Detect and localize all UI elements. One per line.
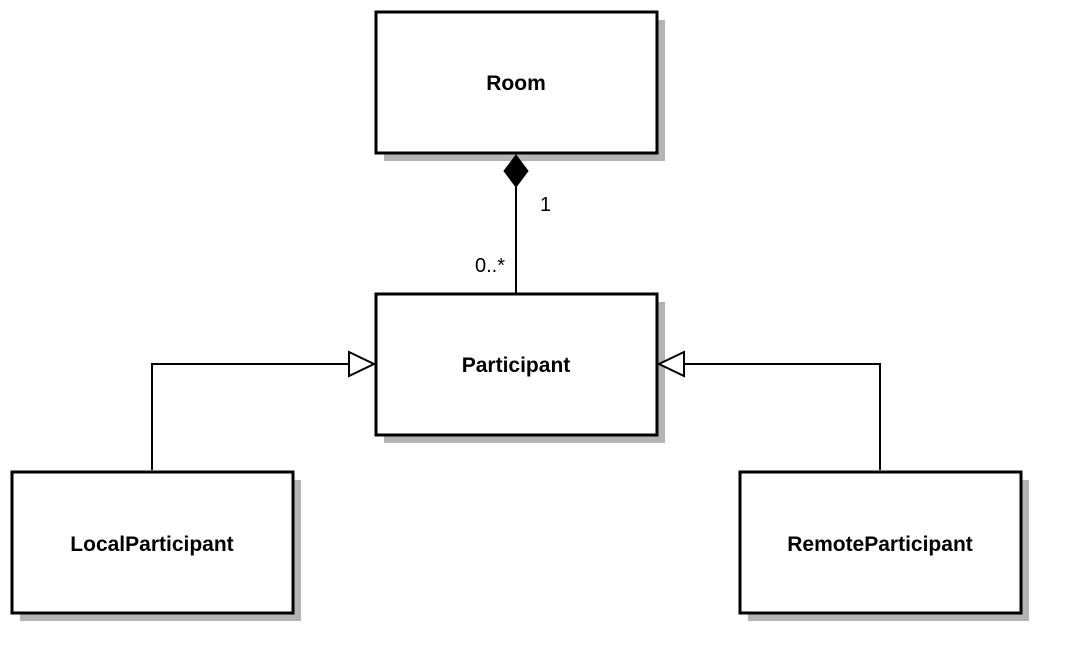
class-local-participant-box xyxy=(10,470,295,615)
class-local-participant-label: LocalParticipant xyxy=(70,533,233,556)
class-room-box xyxy=(374,10,659,155)
generalization-local-line xyxy=(151,363,349,470)
generalization-remote-to-participant xyxy=(656,350,881,470)
multiplicity-part: 0..* xyxy=(475,255,505,277)
class-remote-participant-box xyxy=(738,470,1023,615)
generalization-local-to-participant xyxy=(151,350,377,470)
class-participant[interactable]: Participant xyxy=(374,292,665,443)
class-participant-box xyxy=(374,292,659,437)
class-room[interactable]: Room xyxy=(374,10,665,161)
multiplicity-whole: 1 xyxy=(540,194,551,216)
generalization-remote-line xyxy=(684,363,881,470)
class-remote-participant[interactable]: RemoteParticipant xyxy=(738,470,1029,621)
class-room-label: Room xyxy=(486,72,546,95)
class-participant-label: Participant xyxy=(462,354,571,377)
class-remote-participant-label: RemoteParticipant xyxy=(787,533,973,556)
class-local-participant[interactable]: LocalParticipant xyxy=(10,470,301,621)
composition-room-participant: 1 0..* xyxy=(475,154,551,294)
composition-diamond xyxy=(503,154,529,188)
generalization-remote-arrowhead xyxy=(656,350,685,378)
generalization-local-arrowhead xyxy=(348,350,377,378)
